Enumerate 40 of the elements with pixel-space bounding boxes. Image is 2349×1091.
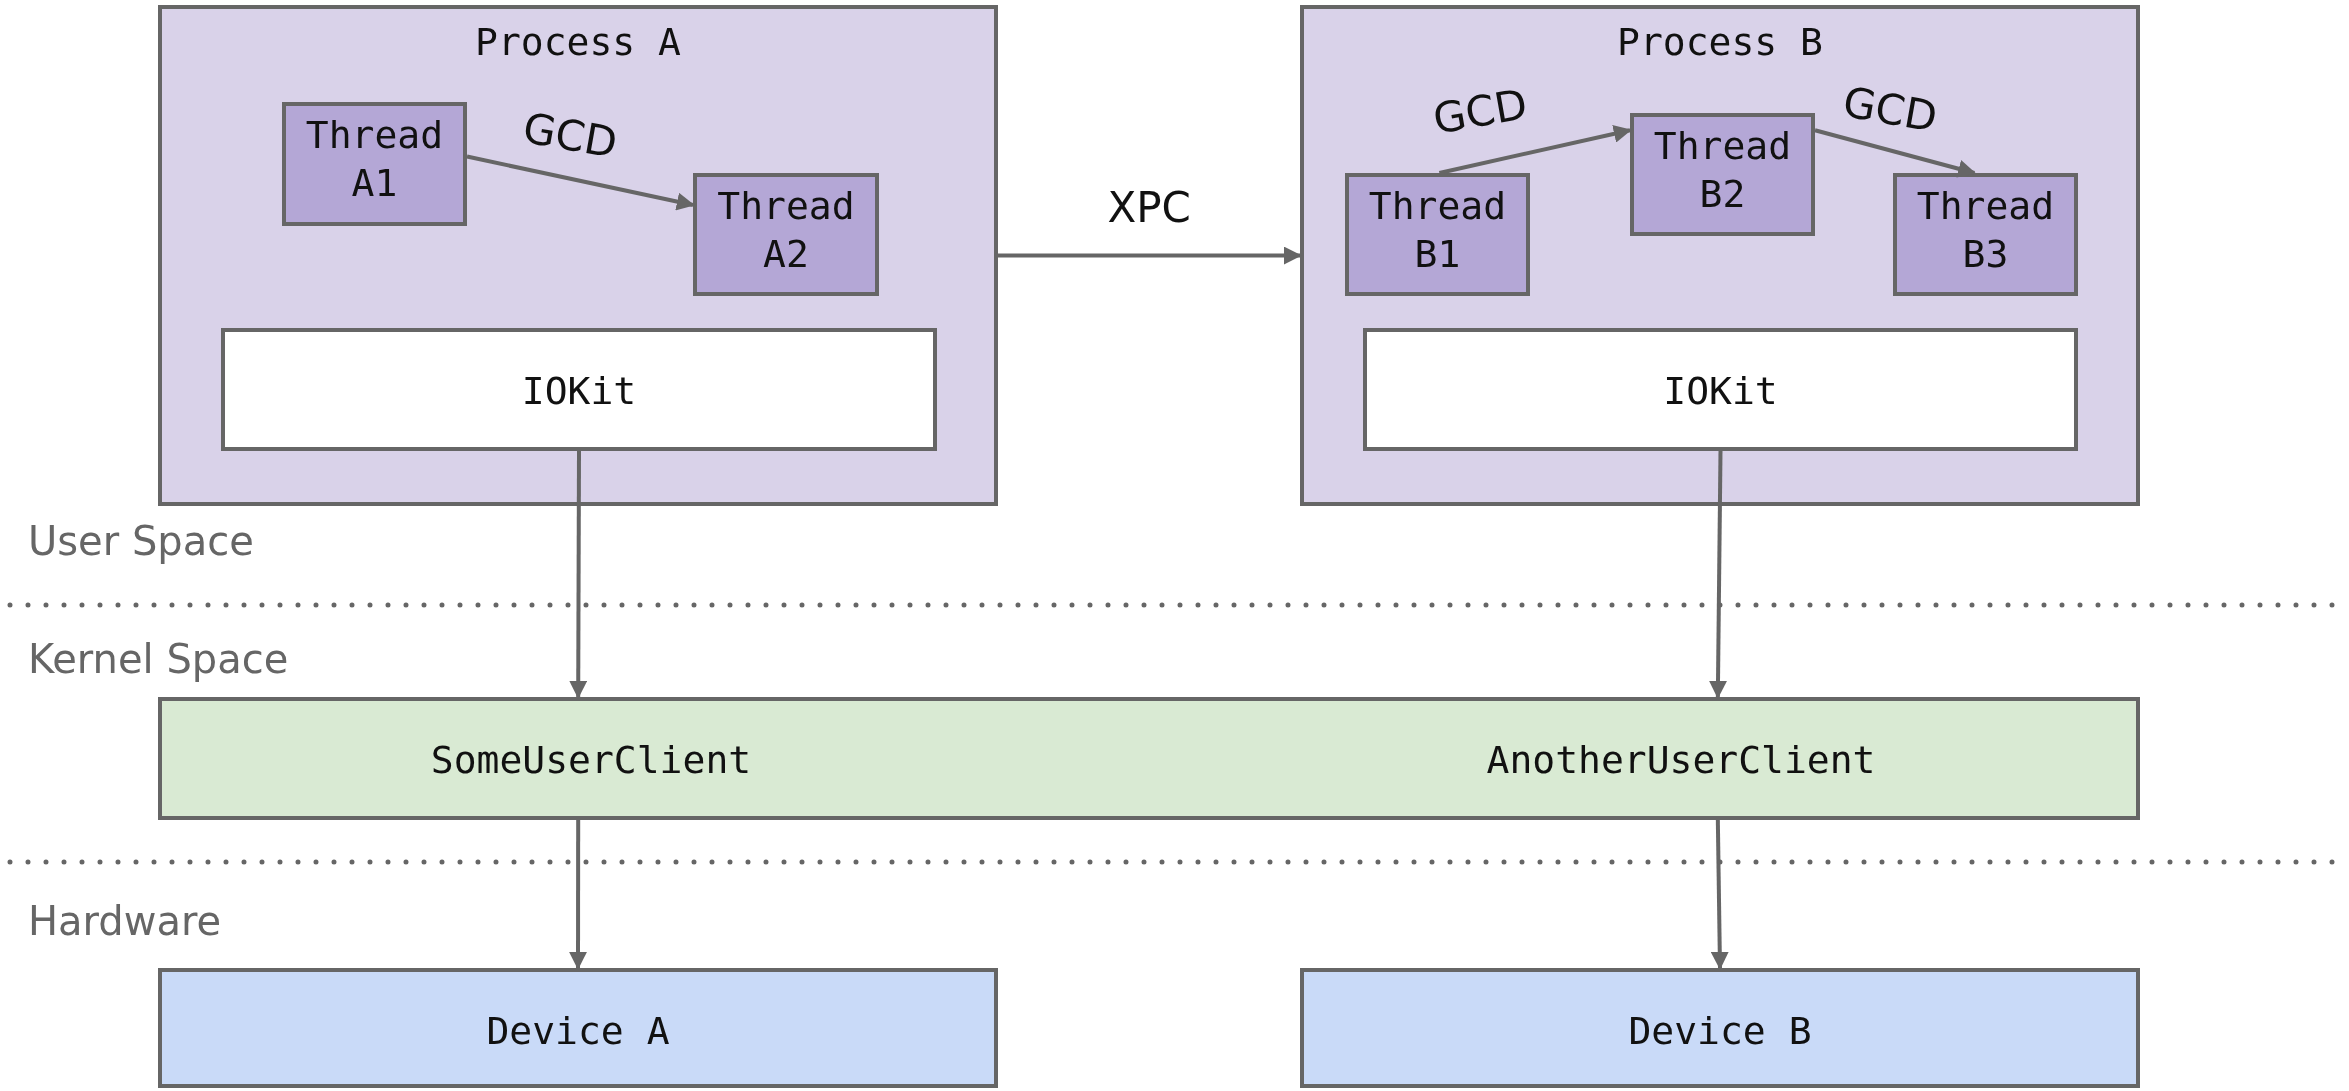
node-label: AnotherUserClient: [1485, 737, 1877, 784]
thread-box: [1345, 173, 1530, 296]
arrow: [998, 246, 1302, 265]
kernel-band: [158, 697, 2140, 820]
edge-label: GCD: [1429, 79, 1531, 144]
arrow: [569, 451, 588, 699]
framework-box: [1363, 328, 2078, 451]
node-label: Device B: [1627, 1008, 1813, 1055]
arrow: [1438, 125, 1632, 175]
edge-label: GCD: [1839, 77, 1941, 142]
arrow: [1710, 819, 1729, 970]
node-label: IOKit: [1662, 368, 1779, 415]
arrow: [466, 154, 695, 211]
node-label: Thread B1: [1367, 183, 1508, 278]
layer-label: User Space: [28, 518, 254, 564]
node-label: Thread A1: [304, 112, 445, 207]
process-box: [158, 5, 998, 506]
device-box: [158, 968, 998, 1088]
framework-box: [221, 328, 937, 451]
arrow: [1814, 128, 1977, 178]
edge-label: GCD: [519, 103, 621, 169]
node-label: Device A: [485, 1008, 671, 1055]
node-label: SomeUserClient: [429, 737, 753, 784]
edge-label: XPC: [1107, 183, 1191, 232]
thread-box: [693, 173, 879, 296]
layer-label: Kernel Space: [28, 636, 289, 682]
node-label: Thread A2: [716, 183, 856, 278]
node-label: Thread B2: [1652, 123, 1793, 218]
arrow: [569, 820, 587, 970]
process-title: Process A: [474, 19, 682, 66]
process-title: Process B: [1616, 19, 1824, 66]
thread-box: [1630, 113, 1815, 236]
layer-label: Hardware: [28, 898, 222, 944]
process-box: [1300, 5, 2140, 506]
arrow: [1709, 450, 1727, 699]
node-label: Thread B3: [1915, 183, 2056, 278]
device-box: [1300, 968, 2140, 1088]
thread-box: [1893, 173, 2078, 296]
thread-box: [282, 102, 467, 226]
node-label: IOKit: [520, 368, 638, 415]
